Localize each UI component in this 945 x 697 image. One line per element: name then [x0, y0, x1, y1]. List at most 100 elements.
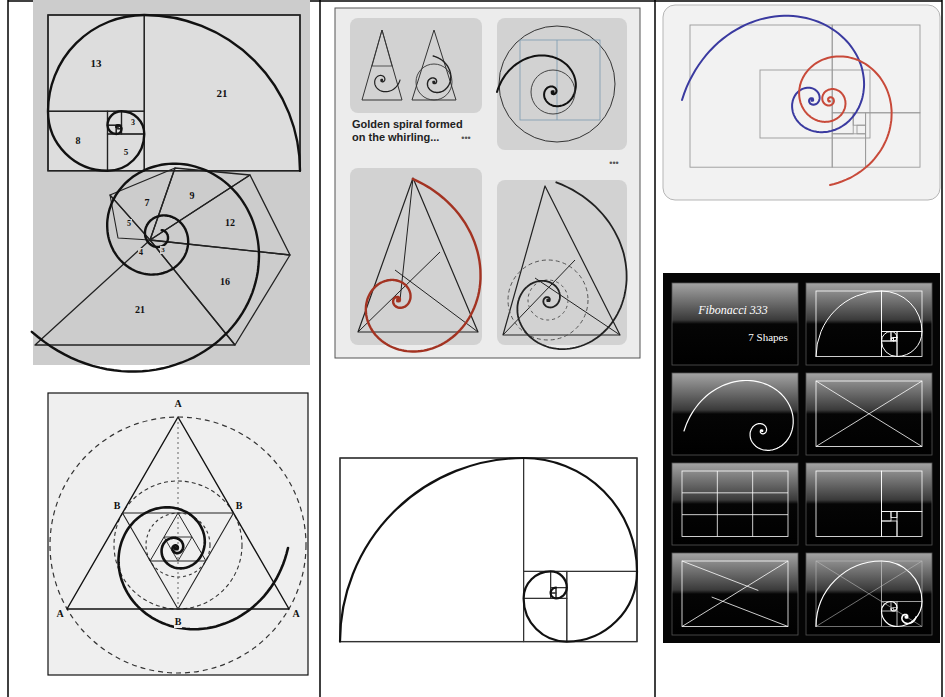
frame-line [7, 0, 9, 697]
golden-square [816, 561, 882, 627]
callout-number: B [174, 616, 183, 628]
callout-number: 12 [225, 217, 235, 229]
callout-number: ••• [609, 158, 618, 168]
golden-square [897, 512, 922, 537]
frame-rect [682, 561, 788, 627]
undefined [150, 168, 250, 240]
golden-square [816, 471, 882, 537]
log-spiral [497, 56, 576, 107]
callout-number: 7 Shapes [748, 331, 787, 344]
frame-line [319, 0, 321, 697]
undefined [412, 30, 456, 100]
light-panel [663, 5, 940, 200]
undefined [150, 175, 290, 255]
frame-line [941, 0, 943, 697]
tile-background [672, 373, 798, 455]
grid-line [682, 514, 788, 515]
log-spiral [517, 182, 626, 349]
golden-square [524, 458, 637, 571]
undefined [358, 178, 478, 332]
diagonal-line [682, 561, 788, 627]
diagonal-line [712, 597, 788, 626]
grey-panel [33, 0, 310, 365]
golden-square [882, 512, 892, 522]
mirrored-group [48, 15, 300, 171]
golden-square [882, 561, 923, 602]
log-spiral [684, 381, 793, 451]
golden-square [144, 15, 300, 171]
log-spiral [682, 16, 864, 132]
callout-number: 8 [76, 135, 81, 147]
callout-number: ••• [461, 133, 470, 143]
callout-number: 3 [130, 118, 136, 127]
golden-square [48, 15, 144, 111]
golden-square [882, 471, 923, 512]
callout-number: 4 [138, 248, 144, 257]
tile-background [806, 463, 932, 545]
log-spiral [427, 56, 450, 93]
log-spiral [902, 615, 916, 624]
circle-figure [50, 417, 306, 673]
callout-number: A [291, 608, 300, 620]
tile-background [672, 463, 798, 545]
callout-number: 3 [160, 246, 166, 254]
diagonal-line [816, 381, 922, 447]
golden-rectangle [48, 15, 300, 171]
golden-square [857, 125, 866, 134]
tile-background [806, 283, 932, 365]
shape-tile [672, 553, 798, 635]
diagonal-line [816, 561, 922, 627]
undefined [35, 240, 235, 345]
triangle-spiral [32, 164, 290, 372]
undefined [372, 30, 392, 66]
grid-line [717, 471, 718, 537]
dashed-circle [50, 417, 306, 673]
circle [531, 70, 575, 114]
grid-line [682, 492, 788, 493]
callout-number: B [113, 500, 122, 512]
golden-square [891, 512, 897, 518]
diagonal-line [816, 381, 922, 447]
caption-text: Golden spiral formed on the whirling... [352, 118, 474, 143]
golden-spiral [816, 291, 922, 357]
golden-square [816, 291, 882, 357]
frame-rect [816, 381, 922, 447]
callout-number: 5 [123, 147, 130, 157]
callout-number: B [235, 500, 244, 512]
shape-tile [806, 553, 932, 635]
shape-tile [806, 283, 932, 365]
golden-spiral [48, 15, 300, 171]
undefined [150, 240, 290, 345]
shape-tile [672, 463, 798, 545]
tile-background [806, 373, 932, 455]
golden-square [882, 521, 898, 537]
callout-number: 9 [190, 190, 195, 202]
diagonal-line [682, 561, 758, 590]
tile [497, 180, 627, 345]
callout-number: 21 [217, 87, 228, 100]
golden-square [567, 571, 637, 641]
callout-number: A [173, 398, 182, 410]
callout-number: 5 [126, 219, 132, 228]
log-spiral [32, 164, 259, 372]
undefined [362, 30, 402, 100]
golden-rectangle [340, 458, 637, 642]
log-spiral [366, 179, 481, 352]
dark-panel [663, 273, 940, 643]
figure-box [48, 393, 308, 675]
shape-tile [806, 373, 932, 455]
grid-line [557, 40, 558, 120]
dashed-circle [114, 481, 242, 609]
tile-background [672, 283, 798, 365]
callout-number: 13 [91, 57, 102, 70]
tile [497, 18, 627, 150]
grey-panel [335, 8, 640, 358]
golden-square [340, 458, 524, 642]
undefined [110, 168, 175, 240]
diagonal-line [816, 561, 922, 627]
golden-square [832, 134, 865, 167]
callout-number: 16 [220, 276, 230, 288]
shape-tile [806, 463, 932, 545]
